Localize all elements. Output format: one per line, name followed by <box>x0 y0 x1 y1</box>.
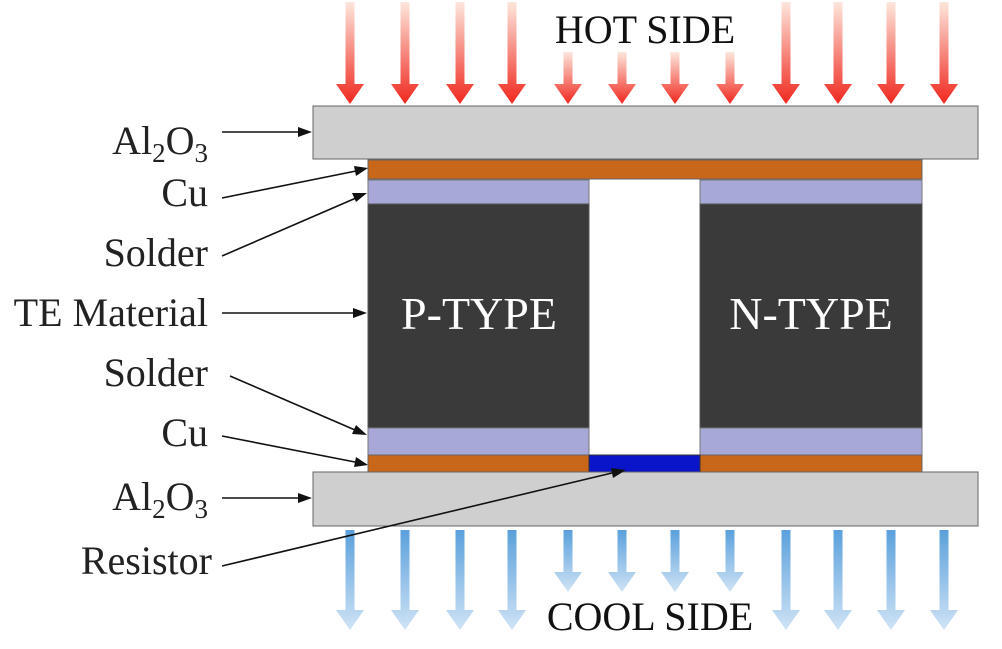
p-type-label: P-TYPE <box>401 288 557 339</box>
heat-arrow-down-icon <box>716 52 744 104</box>
arrowhead-icon <box>352 425 367 435</box>
label-cu-bottom: Cu <box>161 410 208 455</box>
cool-arrow-down-icon <box>391 530 419 630</box>
heat-arrow-down-icon <box>661 52 689 104</box>
label-te-material: TE Material <box>14 290 208 335</box>
n-type-label: N-TYPE <box>729 288 893 339</box>
arrowhead-icon <box>298 127 312 137</box>
leader-resistor <box>221 472 613 567</box>
leader-cu-top <box>221 170 357 199</box>
label-solder-top: Solder <box>104 230 208 275</box>
cool-arrow-down-icon <box>877 530 905 630</box>
heat-arrow-down-icon <box>498 2 526 104</box>
heat-arrow-down-icon <box>391 2 419 104</box>
hot-side-arrows <box>336 2 958 104</box>
heat-arrow-down-icon <box>877 2 905 104</box>
cool-side-arrows <box>336 530 958 630</box>
cool-arrow-down-icon <box>772 530 800 630</box>
cool-arrow-down-icon <box>554 530 582 592</box>
copper-strip-bottom-n <box>699 454 923 473</box>
cool-arrow-down-icon <box>824 530 852 630</box>
leader-solder-top <box>221 197 357 257</box>
cool-arrow-down-icon <box>446 530 474 630</box>
ceramic-plate-bottom <box>312 471 979 527</box>
leader-solder-bottom <box>229 375 356 431</box>
arrowhead-icon <box>352 193 367 202</box>
cool-arrow-down-icon <box>661 530 689 592</box>
copper-strip-bottom-p <box>367 454 590 473</box>
arrowhead-icon <box>298 493 312 503</box>
leader-cu-bottom <box>221 435 356 463</box>
heat-arrow-down-icon <box>608 52 636 104</box>
solder-bottom-p <box>367 427 590 456</box>
heat-arrow-down-icon <box>824 2 852 104</box>
arrowhead-icon <box>353 308 367 318</box>
arrowhead-icon <box>354 166 368 176</box>
cool-arrow-down-icon <box>716 530 744 592</box>
label-al2o3-bottom: Al2O3 <box>112 474 208 524</box>
heat-arrow-down-icon <box>336 2 364 104</box>
label-resistor: Resistor <box>81 538 212 583</box>
arrowhead-icon <box>611 468 626 478</box>
heat-arrow-down-icon <box>446 2 474 104</box>
solder-top-n <box>699 179 923 205</box>
hot-side-label: HOT SIDE <box>555 7 735 52</box>
label-al2o3-top: Al2O3 <box>112 118 208 168</box>
solder-top-p <box>367 179 590 205</box>
heat-arrow-down-icon <box>930 2 958 104</box>
cool-arrow-down-icon <box>608 530 636 592</box>
heat-arrow-down-icon <box>772 2 800 104</box>
resistor <box>588 454 701 473</box>
solder-bottom-n <box>699 427 923 456</box>
cool-side-label: COOL SIDE <box>547 594 753 639</box>
arrowhead-icon <box>354 457 368 467</box>
cool-arrow-down-icon <box>930 530 958 630</box>
ceramic-plate-top <box>312 105 979 160</box>
copper-strip-top <box>367 159 923 180</box>
cool-arrow-down-icon <box>498 530 526 630</box>
p-type-leg <box>367 203 590 429</box>
heat-arrow-down-icon <box>554 52 582 104</box>
cool-arrow-down-icon <box>336 530 364 630</box>
label-solder-bottom: Solder <box>104 350 208 395</box>
label-cu-top: Cu <box>161 170 208 215</box>
